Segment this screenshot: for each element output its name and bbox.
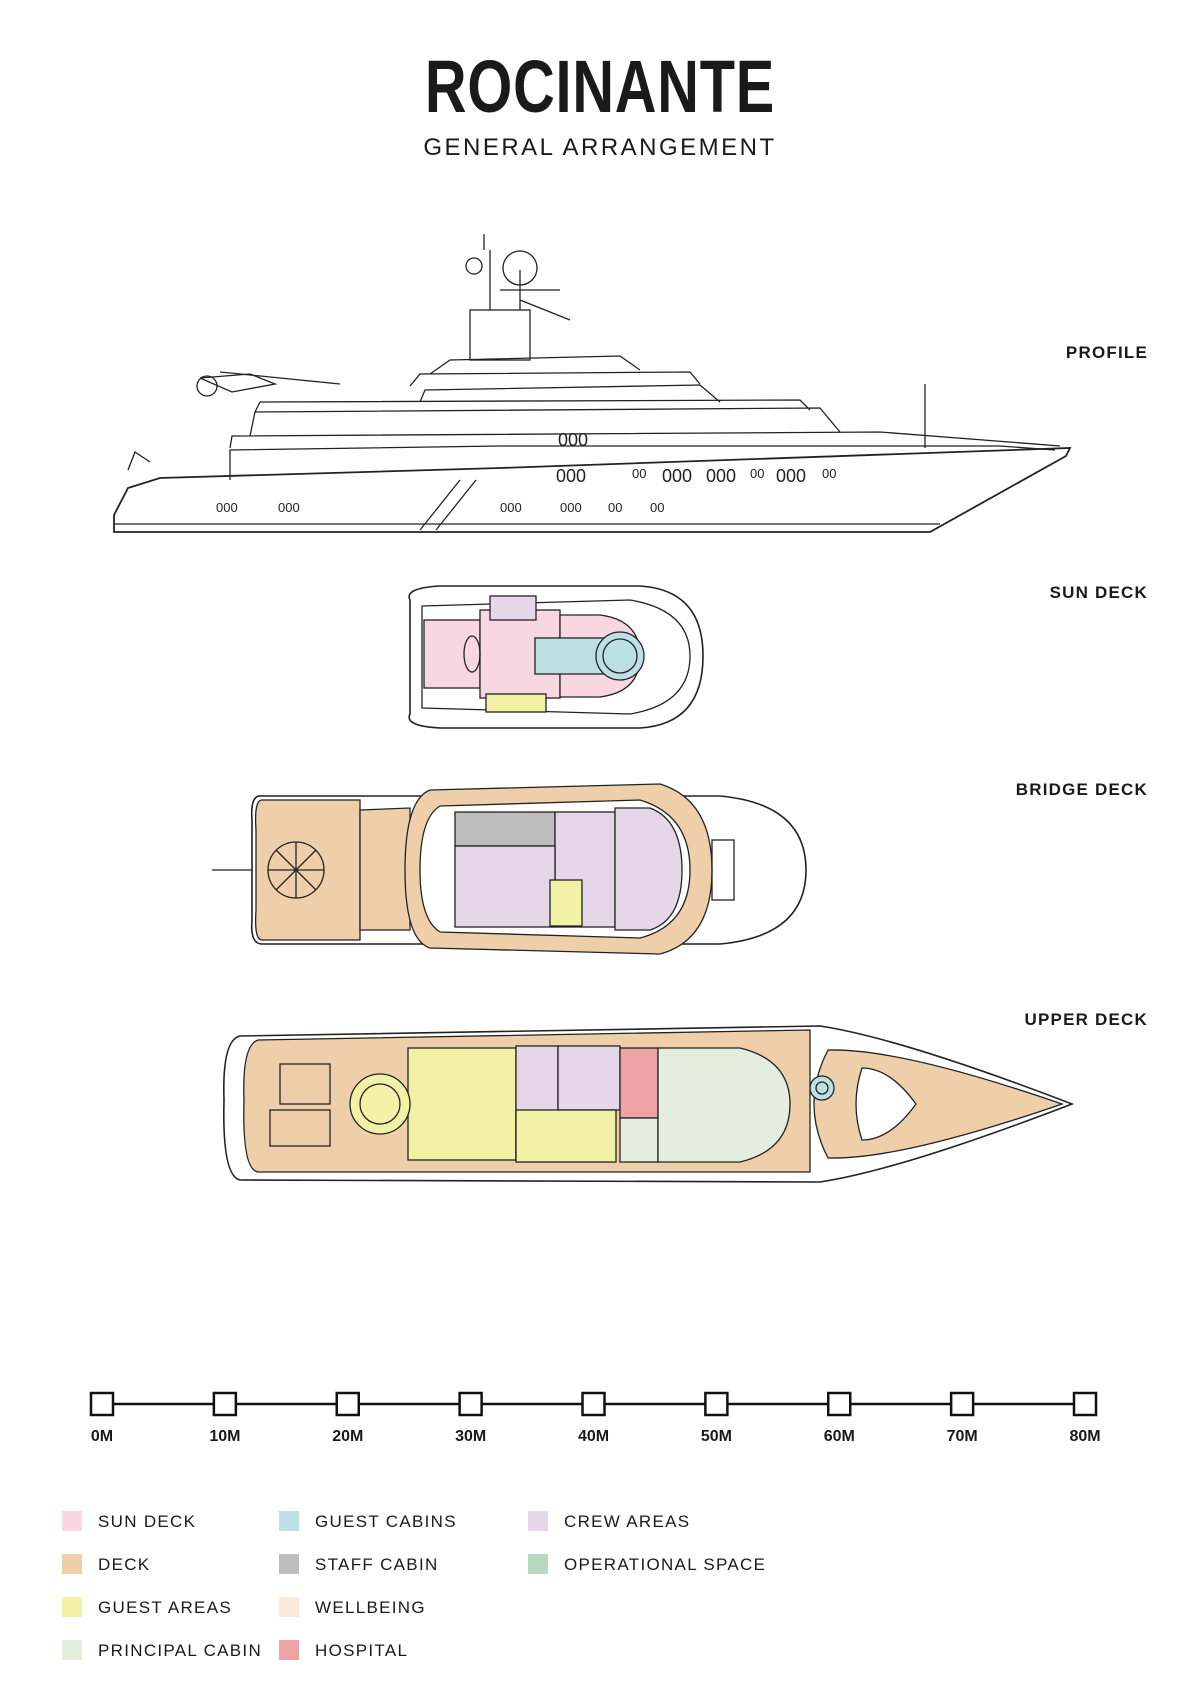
legend-deck: DECK — [62, 1554, 279, 1574]
svg-text:000: 000 — [278, 500, 300, 515]
scale-tick-label: 50M — [700, 1428, 732, 1445]
page-title: ROCINANTE — [424, 45, 776, 128]
page-subtitle: GENERAL ARRANGEMENT — [423, 134, 777, 161]
legend-swatch — [279, 1640, 299, 1660]
legend-swatch — [62, 1640, 82, 1660]
legend-swatch — [279, 1511, 299, 1531]
legend-swatch — [62, 1597, 82, 1617]
scale-tick-label: 80M — [1069, 1428, 1101, 1445]
legend-swatch — [279, 1554, 299, 1574]
svg-text:000: 000 — [556, 466, 586, 486]
bridge-deck-drawing — [212, 783, 807, 955]
legend-swatch — [279, 1597, 299, 1617]
legend-label: PRINCIPAL CABIN — [98, 1640, 263, 1660]
scale-tick-label: 10M — [209, 1428, 241, 1445]
svg-text:000: 000 — [216, 500, 238, 515]
scale-tick-box — [827, 1391, 852, 1417]
scale-tick-box — [335, 1391, 360, 1417]
svg-text:00: 00 — [608, 500, 622, 515]
legend-label: HOSPITAL — [315, 1640, 409, 1660]
legend-guest-areas: GUEST AREAS — [62, 1597, 279, 1617]
scale-bar — [89, 1391, 1098, 1417]
scale-tick-label: 0M — [90, 1428, 114, 1445]
legend-swatch — [528, 1511, 548, 1531]
scale-tick-box — [581, 1391, 606, 1417]
svg-text:00: 00 — [822, 466, 836, 481]
svg-text:000: 000 — [500, 500, 522, 515]
scale-tick-box — [1072, 1391, 1098, 1417]
svg-text:000: 000 — [776, 466, 806, 486]
svg-text:000: 000 — [662, 466, 692, 486]
legend-label: CREW AREAS — [564, 1511, 691, 1531]
svg-text:000: 000 — [560, 500, 582, 515]
sun-deck-label: SUN DECK — [1049, 583, 1148, 602]
scale-tick-box — [89, 1391, 115, 1417]
svg-text:00: 00 — [750, 466, 764, 481]
bridge-deck-label: BRIDGE DECK — [1015, 780, 1148, 799]
legend-wellbeing: WELLBEING — [279, 1597, 528, 1617]
legend-label: OPERATIONAL SPACE — [564, 1554, 767, 1574]
scale-tick-box — [458, 1391, 483, 1417]
legend-operational-space: OPERATIONAL SPACE — [528, 1554, 788, 1574]
upper-deck-label: UPPER DECK — [1024, 1010, 1148, 1029]
legend-label: SUN DECK — [98, 1511, 197, 1531]
legend-label: GUEST AREAS — [98, 1597, 232, 1617]
scale-tick-label: 30M — [455, 1428, 487, 1445]
legend-principal-cabin: PRINCIPAL CABIN — [62, 1640, 279, 1660]
legend-swatch — [528, 1554, 548, 1574]
scale-tick-label: 60M — [823, 1428, 855, 1445]
scale-tick-box — [212, 1391, 238, 1417]
legend-swatch — [62, 1554, 82, 1574]
scale-tick-box — [949, 1391, 975, 1417]
legend-guest-cabins: GUEST CABINS — [279, 1511, 528, 1531]
legend-hospital: HOSPITAL — [279, 1640, 528, 1660]
upper-deck-drawing — [223, 1025, 1075, 1183]
legend-swatch — [62, 1511, 82, 1531]
legend-label: STAFF CABIN — [315, 1554, 439, 1574]
scale-tick-box — [704, 1391, 729, 1417]
svg-text:000: 000 — [558, 430, 588, 450]
legend: SUN DECK GUEST CABINS CREW AREAS DECK ST… — [62, 1511, 788, 1660]
legend-label: WELLBEING — [315, 1597, 426, 1617]
scale-tick-label: 40M — [577, 1428, 610, 1445]
legend-label: GUEST CABINS — [315, 1511, 457, 1531]
legend-label: DECK — [98, 1554, 151, 1574]
scale-tick-label: 70M — [946, 1428, 978, 1445]
sun-deck-drawing — [408, 585, 704, 729]
legend-staff-cabin: STAFF CABIN — [279, 1554, 528, 1574]
svg-text:00: 00 — [650, 500, 664, 515]
svg-text:00: 00 — [632, 466, 646, 481]
legend-sun-deck: SUN DECK — [62, 1511, 279, 1531]
scale-tick-label: 20M — [332, 1428, 364, 1445]
profile-label: PROFILE — [1065, 343, 1148, 362]
legend-crew-areas: CREW AREAS — [528, 1511, 788, 1531]
svg-text:000: 000 — [706, 466, 736, 486]
